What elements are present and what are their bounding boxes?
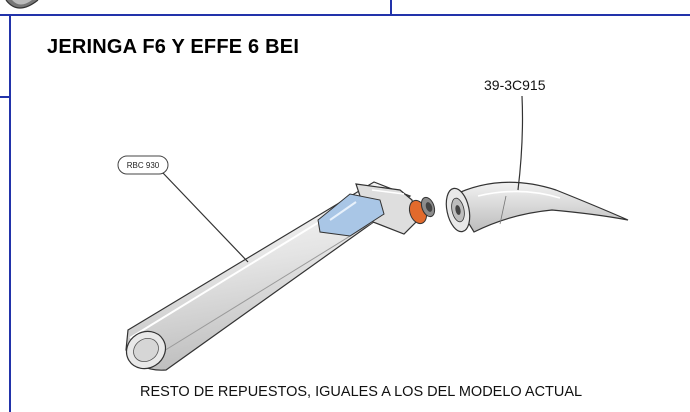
handle-callout: RBC 930 <box>117 155 249 263</box>
frame-left-rule <box>9 14 11 412</box>
frame-side-tick <box>0 96 10 98</box>
handle-leader-line <box>162 172 249 263</box>
frame-header-divider <box>390 0 392 14</box>
part-badge <box>117 155 169 175</box>
logo-fragment <box>5 0 39 9</box>
tip-part-number: 39-3C915 <box>484 77 546 93</box>
footer-note: RESTO DE REPUESTOS, IGUALES A LOS DEL MO… <box>140 384 583 400</box>
page-title: JERINGA F6 Y EFFE 6 BEI <box>47 36 300 58</box>
connector-ring <box>408 196 436 225</box>
part-badge-label: RBC 930 <box>127 161 160 170</box>
curved-tip <box>445 181 629 233</box>
frame-top-rule <box>0 14 690 16</box>
button-window <box>317 193 385 237</box>
tip-leader-line <box>517 95 524 191</box>
